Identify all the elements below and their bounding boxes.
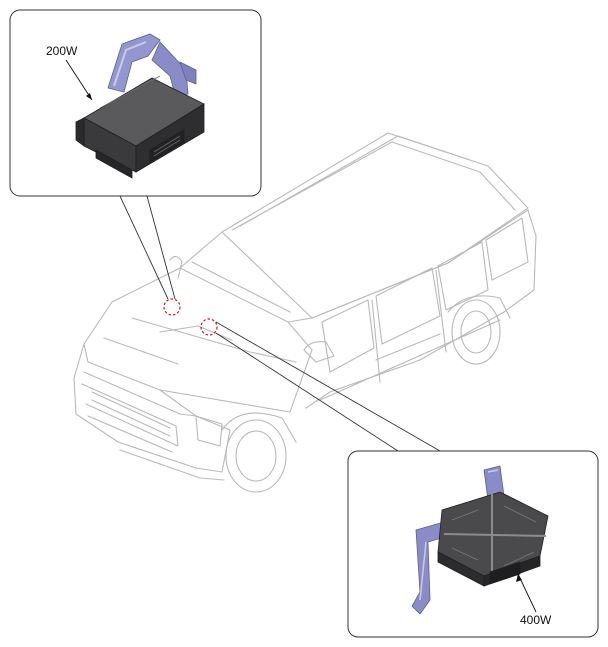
callout-arrow-200w <box>65 59 93 101</box>
leader-line-top-left <box>119 195 169 300</box>
callout-label-200w: 200W <box>46 44 78 58</box>
callout-box-400w: 400W <box>347 450 599 638</box>
bracket-200w <box>107 33 197 99</box>
leader-lines <box>119 195 441 452</box>
callout-box-200w: 200W <box>9 9 262 197</box>
vehicle-outline <box>73 132 537 493</box>
leader-line-bottom-right <box>215 321 441 452</box>
leader-line-bottom-left <box>215 332 399 452</box>
callout-label-400w: 400W <box>520 613 552 627</box>
module-400w <box>437 491 549 587</box>
module-200w <box>75 75 205 179</box>
leader-line-top-right <box>146 195 176 300</box>
marker-400w-location <box>200 318 218 336</box>
marker-200w-location <box>163 298 181 316</box>
location-markers <box>163 298 218 336</box>
